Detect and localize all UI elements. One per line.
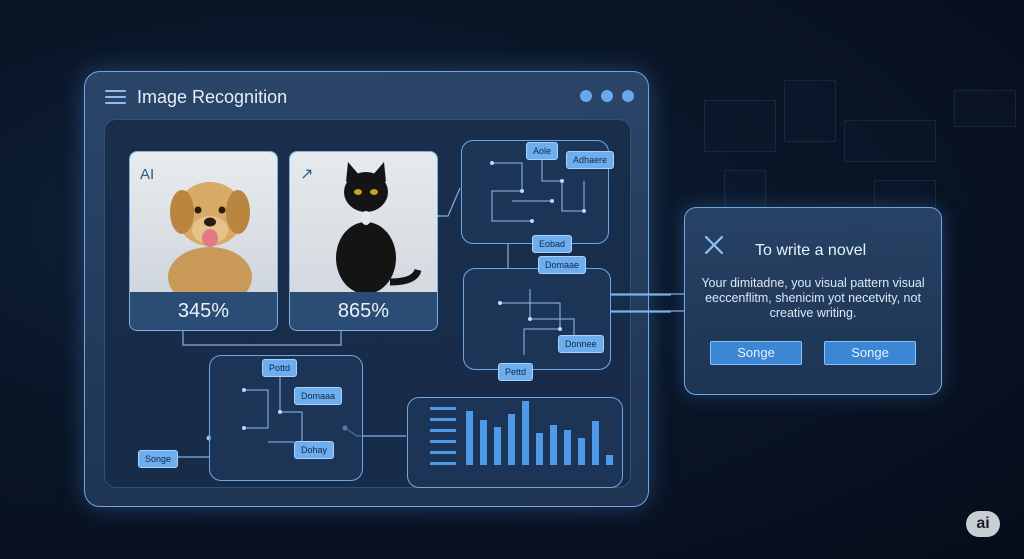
chip-pottd[interactable]: Pottd [262,359,298,377]
chip-songe[interactable]: Songe [138,450,179,468]
circuit-diagram-top [490,155,586,223]
chip-adhaere[interactable]: Adhaere [566,151,615,169]
circuit-panel-middle: Domaae Donnee Pettd [463,256,611,381]
bar [578,438,585,465]
dialog-button-right[interactable]: Songe [824,341,916,365]
bar [564,430,571,465]
bar [508,414,515,465]
circuit-panel-bottom: Pottd Domaaa Dohay [209,355,363,481]
bar [606,455,613,465]
info-dialog: To write a novel Your dimitadne, you vis… [684,207,942,395]
window-title: Image Recognition [137,87,288,107]
window-dot-2[interactable] [601,90,613,102]
dialog-button-left[interactable]: Songe [710,341,802,365]
window-dot-3[interactable] [622,90,634,102]
window-dot-1[interactable] [580,90,592,102]
bar [494,427,501,465]
bar [480,420,487,465]
bar-chart-panel [407,397,623,488]
dog-recognition-card[interactable]: AI 345% [129,151,278,331]
bar-legend-lines [430,401,456,465]
dog-photo [130,152,277,307]
dog-confidence: 345% [130,292,277,330]
menu-icon[interactable] [105,90,126,104]
recognition-canvas: AI 345% ↗ 865% [104,119,671,488]
chip-pettd[interactable]: Pettd [498,363,534,381]
bar [466,411,473,465]
bar [550,425,557,465]
share-icon[interactable]: ↗ [300,166,314,183]
chip-aole[interactable]: Aole [526,142,559,160]
dialog-body: Your dimitadne, you visual pattern visua… [701,276,925,320]
window-controls [580,90,634,102]
title-bar: Image Recognition [85,72,648,120]
chip-dohay[interactable]: Dohay [294,441,335,459]
circuit-panel-top: Aole Adhaere Eobad [461,140,615,253]
cat-recognition-card[interactable]: ↗ 865% [289,151,438,331]
card-ai-tag: AI [140,166,155,183]
ai-badge: ai [966,511,1000,537]
close-icon[interactable] [703,234,725,256]
image-recognition-window: Image Recognition [84,71,671,507]
dialog-title: To write a novel [755,242,867,259]
chip-donnee[interactable]: Donnee [558,335,604,353]
cat-photo [290,152,437,294]
chip-domaaa[interactable]: Domaaa [294,387,343,405]
bar [522,401,529,465]
circuit-diagram-middle [498,289,576,355]
chip-domaae[interactable]: Domaae [538,256,587,274]
cat-confidence: 865% [290,292,437,330]
bar [592,421,599,465]
chip-eobad[interactable]: Eobad [532,235,573,253]
bar-chart [430,401,613,465]
bar [536,433,543,465]
